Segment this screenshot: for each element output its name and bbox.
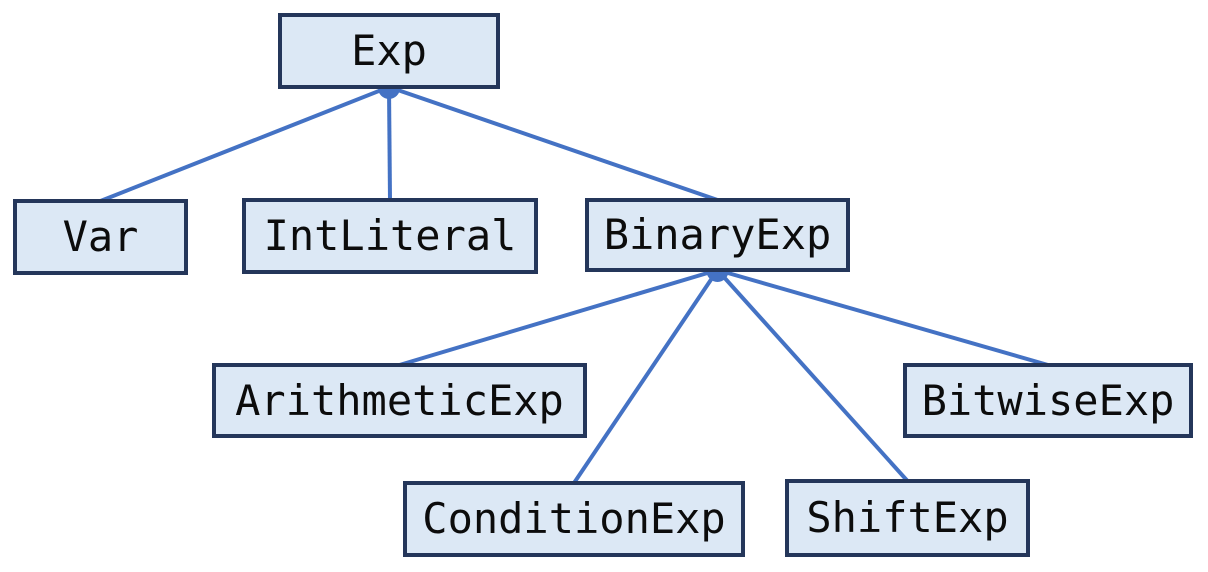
node-label-var: Var	[62, 212, 139, 261]
diagram-node-intliteral: IntLiteral	[242, 198, 538, 274]
edge-binaryexp-shiftexp	[716, 268, 909, 483]
node-label-intliteral: IntLiteral	[263, 211, 517, 260]
node-label-binaryexp: BinaryExp	[603, 210, 832, 259]
node-label-arithmeticexp: ArithmeticExp	[235, 375, 564, 425]
node-label-exp: Exp	[351, 26, 427, 75]
diagram-node-arithmeticexp: ArithmeticExp	[212, 363, 587, 438]
edge-exp-var	[99, 85, 390, 203]
diagram-node-bitwiseexp: BitwiseExp	[903, 363, 1193, 438]
node-label-conditionexp: ConditionExp	[422, 494, 726, 543]
edge-binaryexp-bitwiseexp	[716, 268, 1049, 367]
edge-exp-intliteral	[387, 86, 392, 201]
edge-binaryexp-arithmeticexp	[398, 268, 719, 367]
diagram-node-var: Var	[13, 199, 188, 275]
node-label-bitwiseexp: BitwiseExp	[921, 375, 1175, 425]
edge-exp-binaryexp	[388, 85, 719, 202]
diagram-node-binaryexp: BinaryExp	[585, 198, 850, 272]
diagram-node-shiftexp: ShiftExp	[785, 479, 1030, 557]
diagram-node-exp: Exp	[278, 13, 500, 89]
node-label-shiftexp: ShiftExp	[806, 493, 1009, 542]
diagram-node-conditionexp: ConditionExp	[403, 481, 745, 557]
edge-binaryexp-conditionexp	[572, 268, 720, 485]
